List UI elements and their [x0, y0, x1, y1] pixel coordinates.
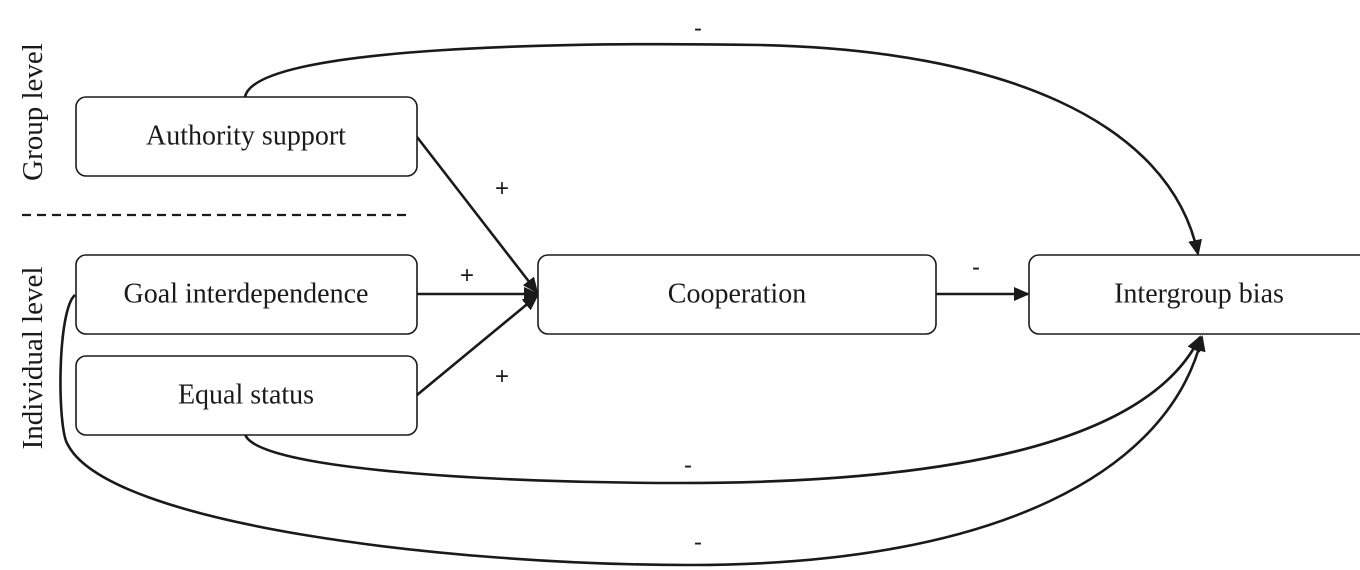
node-intergroup-bias-label: Intergroup bias — [1114, 279, 1284, 310]
node-goal-interdependence: Goal interdependence — [75, 254, 418, 335]
edge-authority-to-cooperation — [415, 136, 539, 294]
sign-cooperation-to-bias: - — [972, 254, 980, 281]
node-goal-interdependence-label: Goal interdependence — [124, 279, 369, 310]
edge-status-to-bias — [243, 335, 1202, 485]
node-equal-status: Equal status — [75, 355, 418, 436]
group-level-label: Group level — [17, 43, 49, 181]
sign-authority-to-cooperation: + — [495, 175, 509, 202]
edge-goal-to-bias — [59, 294, 1206, 567]
node-authority-support: Authority support — [75, 96, 418, 177]
sign-status-to-bias: - — [684, 452, 692, 479]
edge-authority-to-bias — [243, 42, 1202, 256]
sign-authority-to-bias: - — [694, 15, 702, 42]
node-authority-support-label: Authority support — [146, 121, 346, 152]
sign-status-to-cooperation: + — [495, 363, 509, 390]
sign-goal-to-bias: - — [694, 529, 702, 556]
node-cooperation: Cooperation — [537, 254, 937, 335]
node-cooperation-label: Cooperation — [668, 279, 806, 310]
node-equal-status-label: Equal status — [178, 380, 314, 411]
sign-goal-to-cooperation: + — [460, 262, 474, 289]
node-intergroup-bias: Intergroup bias — [1028, 254, 1360, 335]
edge-status-to-cooperation — [416, 294, 539, 397]
individual-level-label: Individual level — [17, 267, 49, 450]
